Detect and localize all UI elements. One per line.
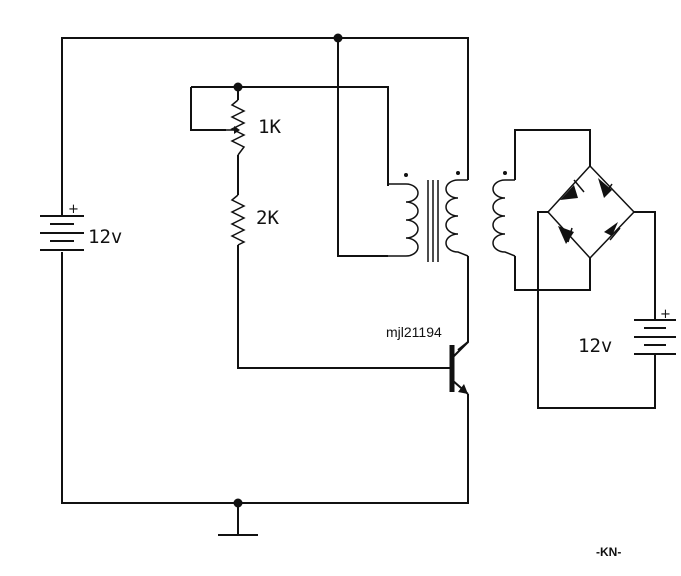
diode-top-right [598,178,613,198]
diode-bottom-left [558,226,574,244]
battery-right-label: 12v [578,335,612,357]
battery-right: + 12v [578,307,676,357]
pot-label: 1K [258,116,281,138]
battery-left-plus: + [68,202,79,217]
battery-left: + 12v [40,202,122,251]
resistor-2k: 2K [230,194,279,246]
bridge-rectifier [514,129,656,409]
battery-left-label: 12v [88,226,122,248]
diode-top-left [560,179,585,200]
transistor: mjl21194 [386,324,469,395]
main-wires [61,37,469,536]
battery-right-plus: + [660,307,671,322]
potentiometer-1k: 1K [226,99,281,156]
resistor-label: 2K [256,207,279,229]
transistor-label: mjl21194 [386,324,442,340]
diode-bottom-right [604,222,621,241]
transformer [387,171,516,262]
junction-dots [233,33,343,508]
signature: -KN- [596,545,621,559]
